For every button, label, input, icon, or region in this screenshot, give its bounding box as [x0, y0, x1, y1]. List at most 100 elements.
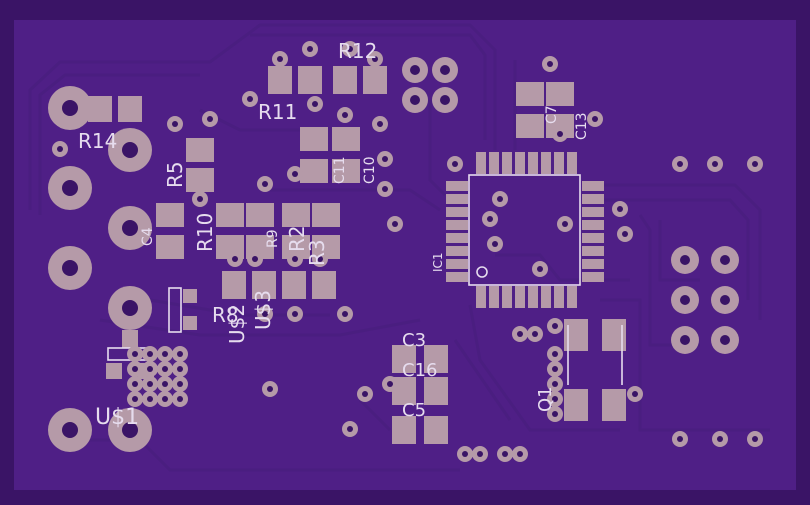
label-r2: R2	[285, 225, 309, 252]
label-c11: C11	[332, 156, 348, 184]
via-hole	[552, 351, 558, 357]
label-r11: R11	[258, 100, 297, 124]
via-hole	[752, 436, 758, 442]
via-hole	[382, 156, 388, 162]
via-hole	[307, 46, 313, 52]
label-c3: C3	[402, 330, 426, 351]
via-hole	[392, 221, 398, 227]
via-hole	[517, 451, 523, 457]
via-hole	[532, 331, 538, 337]
via-hole	[132, 351, 138, 357]
label-c16: C16	[402, 360, 437, 381]
label-r9: R9	[265, 229, 281, 248]
via-hole	[262, 311, 268, 317]
connector-pads-left	[48, 86, 152, 452]
via-hole	[592, 116, 598, 122]
via-hole	[377, 121, 383, 127]
label-r5: R5	[163, 161, 187, 188]
label-c13: C13	[574, 112, 590, 140]
via-hole	[552, 396, 558, 402]
via-hole	[347, 426, 353, 432]
via-hole	[547, 61, 553, 67]
via-hole	[232, 256, 238, 262]
label-c4: C4	[140, 227, 156, 246]
via-hole	[617, 206, 623, 212]
via-hole	[752, 161, 758, 167]
via-hole	[162, 396, 168, 402]
via-hole	[312, 101, 318, 107]
via-hole	[252, 256, 258, 262]
vias	[52, 41, 763, 462]
label-r8: R8	[212, 303, 239, 327]
via-hole	[57, 146, 63, 152]
via-hole	[382, 186, 388, 192]
via-hole	[387, 381, 393, 387]
label-ic1: IC1	[431, 252, 445, 272]
label-u53: U$3	[251, 290, 275, 330]
header-pads-right	[671, 246, 739, 354]
via-hole	[132, 396, 138, 402]
silkscreen-labels: R12 R11 R14 R5 R10 C4 R9 R2 R3 C11 C10 C…	[78, 39, 590, 430]
via-hole	[172, 121, 178, 127]
via-hole	[477, 451, 483, 457]
via-hole	[267, 386, 273, 392]
via-hole	[677, 161, 683, 167]
via-hole	[497, 196, 503, 202]
via-hole	[277, 56, 283, 62]
via-hole	[552, 411, 558, 417]
label-r3: R3	[305, 239, 329, 266]
label-q1: Q1	[535, 386, 556, 412]
label-c7: C7	[544, 105, 560, 124]
via-hole	[462, 451, 468, 457]
via-hole	[502, 451, 508, 457]
via-hole	[562, 221, 568, 227]
header-pads-top	[402, 57, 458, 113]
label-r12: R12	[338, 39, 377, 63]
via-hole	[622, 231, 628, 237]
label-u51: U$1	[95, 405, 139, 430]
via-hole	[177, 366, 183, 372]
label-r10: R10	[193, 213, 217, 252]
via-hole	[347, 46, 353, 52]
via-hole	[162, 351, 168, 357]
via-hole	[262, 181, 268, 187]
via-hole	[517, 331, 523, 337]
via-hole	[162, 366, 168, 372]
via-hole	[147, 366, 153, 372]
via-hole	[677, 436, 683, 442]
via-hole	[492, 241, 498, 247]
via-hole	[177, 396, 183, 402]
via-hole	[132, 366, 138, 372]
label-r14: R14	[78, 129, 117, 153]
via-hole	[342, 112, 348, 118]
via-hole	[342, 311, 348, 317]
via-hole	[552, 366, 558, 372]
label-u52: U$2	[225, 304, 249, 344]
via-hole	[177, 351, 183, 357]
via-hole	[712, 161, 718, 167]
via-hole	[552, 381, 558, 387]
via-hole	[717, 436, 723, 442]
via-hole	[362, 391, 368, 397]
label-c5: C5	[402, 400, 426, 421]
via-hole	[247, 96, 253, 102]
via-hole	[147, 351, 153, 357]
label-c10: C10	[362, 156, 378, 184]
via-hole	[197, 196, 203, 202]
via-hole	[292, 171, 298, 177]
via-hole	[487, 216, 493, 222]
ic1-package	[446, 152, 604, 308]
via-hole	[452, 161, 458, 167]
via-hole	[147, 396, 153, 402]
via-hole	[317, 256, 323, 262]
via-hole	[537, 266, 543, 272]
via-hole	[177, 381, 183, 387]
via-hole	[552, 323, 558, 329]
via-hole	[132, 381, 138, 387]
via-hole	[162, 381, 168, 387]
via-hole	[292, 256, 298, 262]
via-hole	[147, 381, 153, 387]
via-hole	[632, 391, 638, 397]
